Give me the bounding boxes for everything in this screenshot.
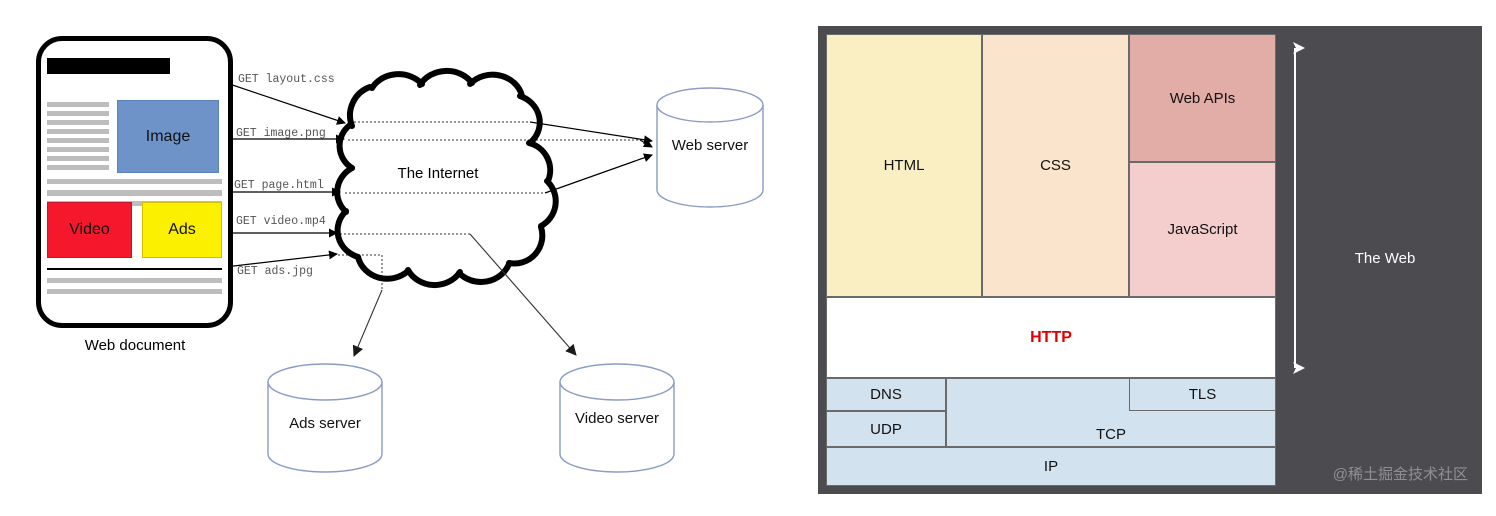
text-line bbox=[47, 156, 109, 161]
web-document-label: Web document bbox=[84, 337, 186, 354]
ads-block-label: Ads bbox=[168, 221, 196, 238]
get-label-video-mp4: GET video.mp4 bbox=[236, 215, 326, 228]
text-line bbox=[47, 278, 222, 283]
cloud-to-videoserver-arrow bbox=[469, 233, 577, 356]
video-block-label: Video bbox=[69, 221, 110, 238]
internet-cloud-shape bbox=[334, 67, 559, 289]
get-label-ads-jpg: GET ads.jpg bbox=[237, 265, 313, 278]
ads-placeholder-block: Ads bbox=[142, 202, 222, 258]
document-divider bbox=[47, 268, 222, 270]
text-line bbox=[47, 201, 222, 206]
cloud-to-adsserver-arrow bbox=[352, 289, 383, 357]
text-line bbox=[47, 179, 222, 184]
the-web-scope-label: The Web bbox=[1354, 249, 1416, 267]
web-document-content: Image Video Ads bbox=[47, 50, 222, 315]
video-server-cylinder bbox=[559, 363, 675, 473]
internet-cloud-label: The Internet bbox=[397, 165, 479, 182]
text-line bbox=[47, 147, 109, 152]
stack-cell-javascript: JavaScript bbox=[1129, 162, 1276, 297]
text-line bbox=[47, 289, 222, 294]
ads-server-label: Ads server bbox=[289, 415, 361, 432]
document-title-bar bbox=[47, 58, 170, 74]
text-line bbox=[47, 102, 109, 107]
image-block-label: Image bbox=[145, 127, 191, 145]
text-line bbox=[47, 111, 109, 116]
ads-server-cylinder bbox=[267, 363, 383, 473]
text-line bbox=[47, 129, 109, 134]
stack-cell-dns: DNS bbox=[826, 378, 946, 411]
cloud-dotted-paths bbox=[338, 121, 640, 290]
web-scope-double-arrow-icon bbox=[1293, 42, 1305, 374]
stack-cell-http: HTTP bbox=[826, 297, 1276, 378]
stack-cell-ip: IP bbox=[826, 447, 1276, 486]
image-placeholder-block: Image bbox=[117, 100, 219, 173]
get-label-image-png: GET image.png bbox=[236, 127, 326, 140]
stack-cell-html: HTML bbox=[826, 34, 982, 297]
web-server-cylinder bbox=[656, 87, 764, 208]
text-line bbox=[47, 165, 109, 170]
web-server-label: Web server bbox=[671, 137, 749, 154]
web-request-flow-diagram: Image Video Ads Web document GET layout.… bbox=[36, 36, 764, 473]
text-line bbox=[47, 190, 222, 196]
stack-cell-tls: TLS bbox=[1129, 378, 1276, 411]
video-placeholder-block: Video bbox=[47, 202, 132, 258]
stack-cell-css: CSS bbox=[982, 34, 1129, 297]
web-technology-stack-diagram: HTML CSS Web APIs JavaScript HTTP TCP DN… bbox=[818, 26, 1482, 494]
technology-stack-grid: HTML CSS Web APIs JavaScript HTTP TCP DN… bbox=[826, 34, 1276, 490]
get-label-layout-css: GET layout.css bbox=[238, 73, 335, 86]
cloud-to-webserver-arrows bbox=[529, 121, 653, 194]
get-label-page-html: GET page.html bbox=[234, 179, 324, 192]
watermark-text: @稀土掘金技术社区 bbox=[1332, 466, 1468, 483]
video-server-label: Video server bbox=[575, 410, 659, 427]
text-line bbox=[47, 138, 109, 143]
text-line bbox=[47, 120, 109, 125]
stack-cell-udp: UDP bbox=[826, 411, 946, 447]
stack-cell-tcp-label: TCP bbox=[1096, 426, 1126, 443]
stack-cell-web-apis: Web APIs bbox=[1129, 34, 1276, 162]
